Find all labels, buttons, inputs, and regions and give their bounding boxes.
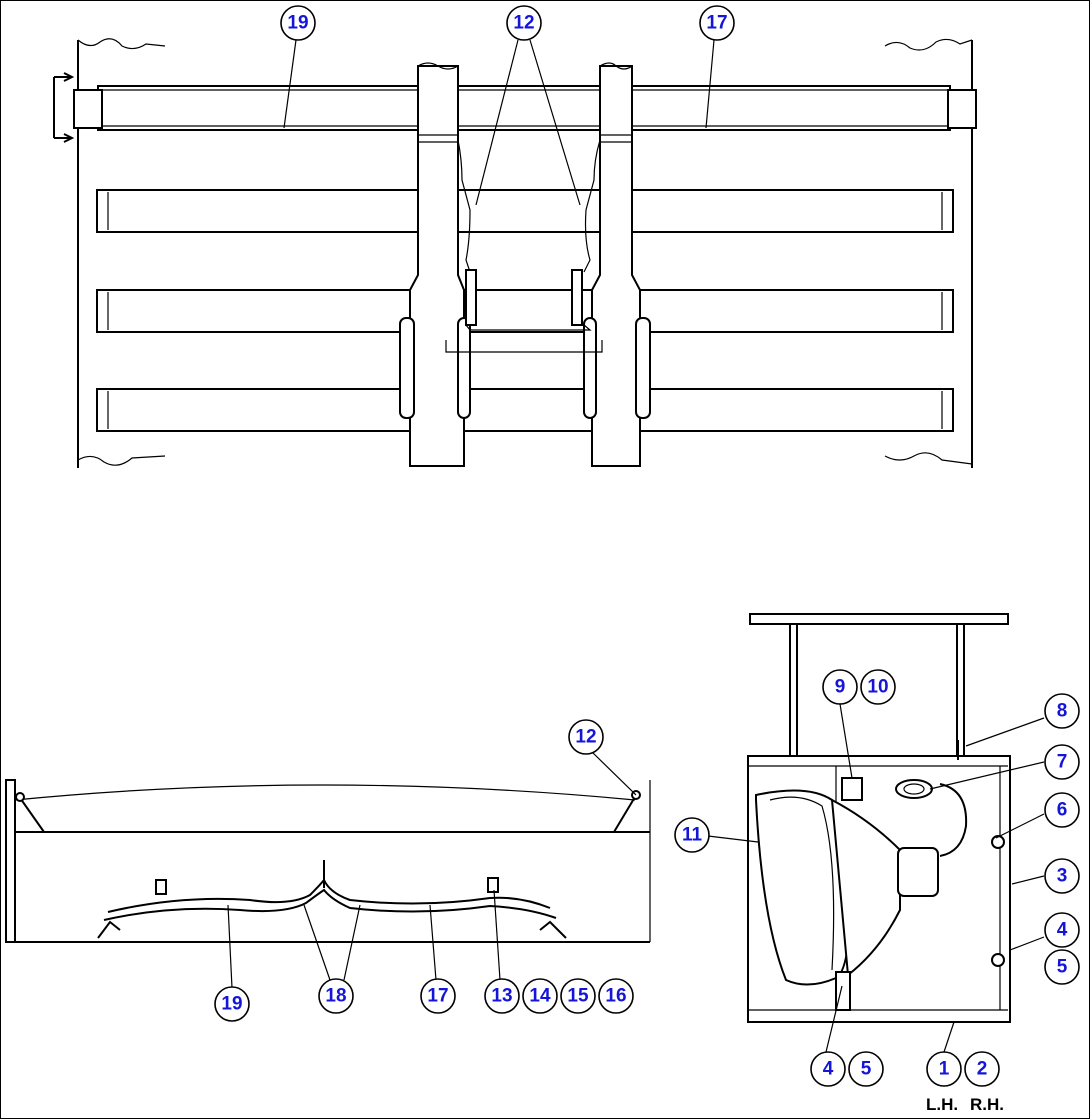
callout-5-bottom: 5 xyxy=(848,1051,884,1087)
callout-label: 4 xyxy=(823,1059,834,1080)
callout-label: 19 xyxy=(287,13,308,34)
callout-4-right: 4 xyxy=(1044,912,1080,948)
callout-3: 3 xyxy=(1044,858,1080,894)
callout-6: 6 xyxy=(1044,792,1080,828)
callout-label: 15 xyxy=(567,986,589,1007)
callout-19-top: 19 xyxy=(280,5,316,41)
callout-4-bottom: 4 xyxy=(810,1051,846,1087)
callout-label: 7 xyxy=(1057,752,1068,773)
callout-2: 2 xyxy=(964,1051,1000,1087)
callout-10: 10 xyxy=(860,669,896,705)
callout-label: 5 xyxy=(1057,957,1068,978)
callout-12-top: 12 xyxy=(506,5,542,41)
callout-label: 12 xyxy=(575,727,596,748)
callout-label: 11 xyxy=(682,825,703,846)
left-hand-label: L.H. xyxy=(926,1095,958,1114)
top-view-assembly xyxy=(53,38,977,468)
lamp-detail-assembly xyxy=(747,613,1011,1023)
callout-17-side: 17 xyxy=(420,978,456,1014)
callout-label: 5 xyxy=(861,1059,872,1080)
callout-label: 12 xyxy=(513,13,534,34)
callout-label: 10 xyxy=(867,677,888,698)
callout-label: 6 xyxy=(1057,800,1068,821)
leader-lines xyxy=(227,39,1045,1053)
callout-label: 2 xyxy=(977,1059,988,1080)
callout-label: 8 xyxy=(1057,701,1068,722)
callout-label: 19 xyxy=(221,994,242,1015)
callout-11: 11 xyxy=(674,817,710,853)
callout-label: 9 xyxy=(835,677,846,698)
callout-label: 14 xyxy=(529,986,551,1007)
right-hand-label: R.H. xyxy=(970,1095,1004,1114)
callout-13-side: 13 xyxy=(484,978,520,1014)
callout-16-side: 16 xyxy=(598,978,634,1014)
callout-label: 1 xyxy=(939,1059,950,1080)
callout-label: 3 xyxy=(1057,866,1068,887)
callout-17-top: 17 xyxy=(699,5,735,41)
callout-15-side: 15 xyxy=(560,978,596,1014)
callout-12-side: 12 xyxy=(568,719,604,755)
callout-9: 9 xyxy=(822,669,858,705)
callout-label: 16 xyxy=(605,986,626,1007)
side-view-assembly xyxy=(5,779,651,943)
callout-14-side: 14 xyxy=(522,978,558,1014)
callout-19-side: 19 xyxy=(214,986,250,1022)
callout-label: 13 xyxy=(491,986,512,1007)
callout-8: 8 xyxy=(1044,693,1080,729)
callout-label: 17 xyxy=(706,13,727,34)
callout-18-side: 18 xyxy=(318,978,354,1014)
callout-5-right: 5 xyxy=(1044,949,1080,985)
callout-label: 18 xyxy=(325,986,346,1007)
callout-1: 1 xyxy=(926,1051,962,1087)
callout-label: 17 xyxy=(427,986,448,1007)
callout-7: 7 xyxy=(1044,744,1080,780)
callout-label: 4 xyxy=(1057,920,1068,941)
